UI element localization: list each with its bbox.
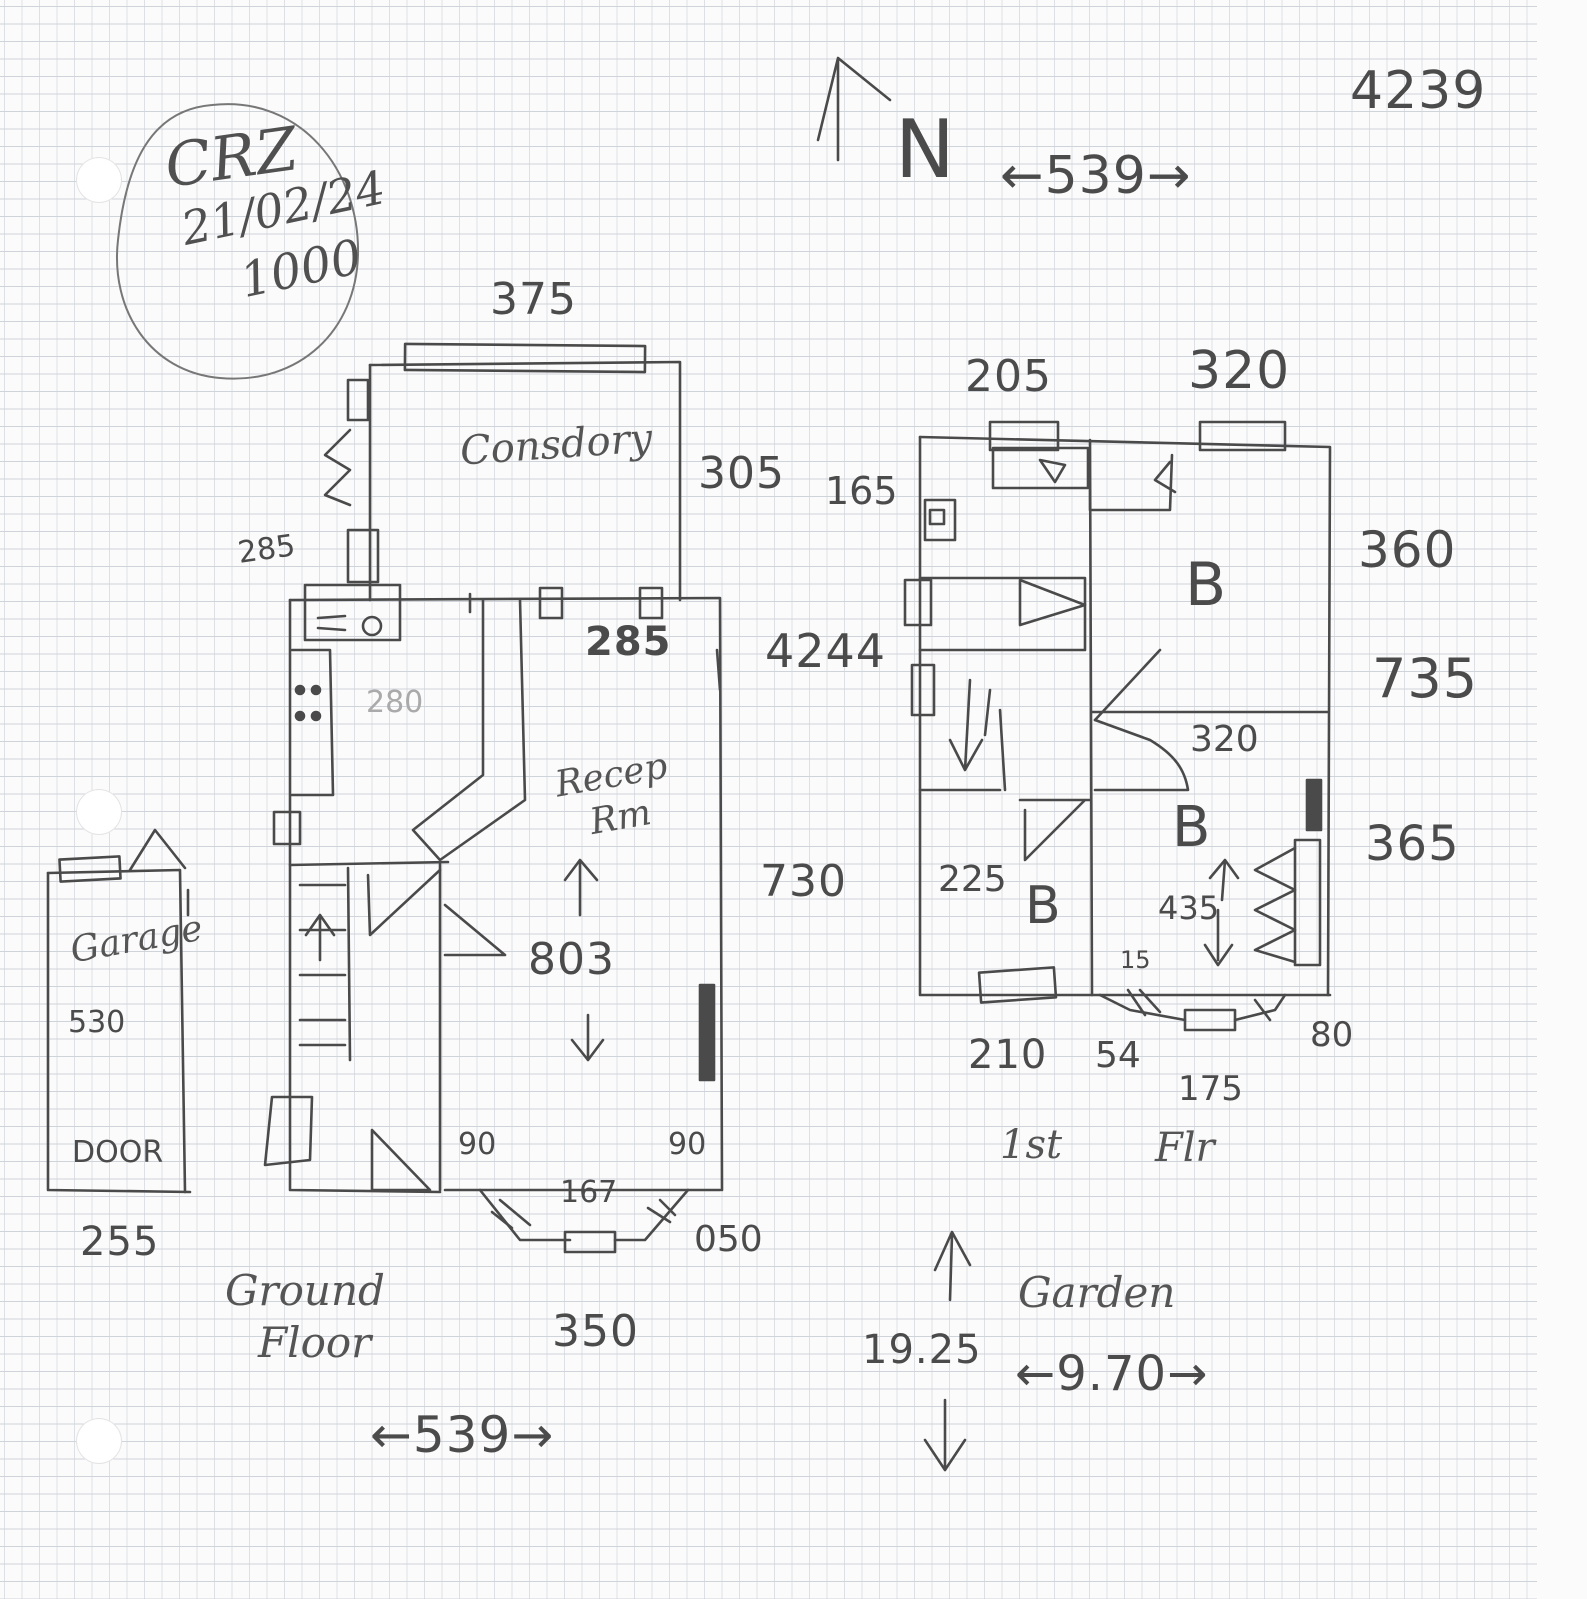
ff-dim-320-mid: 320 (1190, 719, 1259, 760)
dim-conservatory-depth: 305 (698, 448, 785, 499)
north-arrow-icon (816, 56, 892, 162)
garage-dim-width: 255 (80, 1219, 160, 1265)
first-floor-label-1: 1st (1000, 1122, 1063, 1168)
garden-label: Garden (1018, 1268, 1176, 1317)
binder-hole-top (76, 157, 122, 203)
first-floor-label-2: Flr (1155, 1125, 1215, 1171)
dim-kitchen: 280 (366, 685, 424, 720)
ff-dim-15: 15 (1120, 946, 1151, 974)
ff-dim-54: 54 (1095, 1035, 1141, 1076)
reference-number: 4239 (1350, 61, 1487, 121)
ff-dim-225: 225 (938, 859, 1007, 900)
dim-bay-front: 167 (560, 1175, 618, 1210)
ff-dim-165: 165 (825, 469, 898, 513)
ff-dim-435: 435 (1158, 889, 1220, 927)
ff-dim-4244: 4244 (765, 624, 887, 678)
dim-conservatory-width: 375 (490, 274, 577, 325)
ground-width-bottom: ←539→ (370, 1406, 555, 1464)
ff-bedroom-1: B (1185, 550, 1228, 620)
garage-door-label: DOOR (72, 1135, 164, 1170)
stamp-circle (116, 103, 360, 380)
dim-depth-total: 730 (760, 856, 847, 907)
reception-label-2: Rm (586, 792, 655, 844)
garage-dim-length: 530 (68, 1005, 126, 1040)
garden-depth: 19.25 (862, 1327, 982, 1373)
page-margin (1537, 0, 1587, 1599)
ff-dim-210: 210 (968, 1032, 1048, 1078)
ff-dim-left-top: 205 (965, 351, 1052, 402)
ff-dim-365: 365 (1365, 816, 1460, 872)
garage-walls (46, 828, 192, 1194)
ff-bedroom-2: B (1172, 795, 1212, 860)
ff-bedroom-3: B (1025, 876, 1062, 936)
dim-bay-side: 050 (694, 1219, 763, 1260)
garden-width: ←9.70→ (1015, 1346, 1209, 1402)
dim-inner-width: 285 (585, 619, 672, 665)
top-width-label: ←539→ (1000, 146, 1192, 206)
ff-dim-right-top: 320 (1188, 341, 1291, 401)
ff-dim-80: 80 (1310, 1015, 1354, 1055)
ground-floor-label-1: Ground (225, 1266, 385, 1315)
dim-side: 285 (235, 528, 298, 571)
ground-floor-walls (263, 342, 724, 1254)
dim-bay-left: 90 (458, 1127, 497, 1162)
ff-dim-175: 175 (1178, 1069, 1243, 1109)
binder-hole-middle (76, 789, 122, 835)
garden-arrows (923, 1230, 972, 1472)
binder-hole-bottom (76, 1418, 122, 1464)
ff-dim-735: 735 (1372, 647, 1479, 710)
ff-dim-360: 360 (1358, 521, 1457, 579)
dim-reception-depth: 803 (528, 934, 615, 985)
ground-floor-label-2: Floor (258, 1318, 372, 1367)
dim-bay-right: 90 (668, 1127, 707, 1162)
dim-front-width: 350 (552, 1306, 639, 1357)
north-label: N (895, 103, 955, 196)
first-floor-walls (903, 420, 1332, 1032)
